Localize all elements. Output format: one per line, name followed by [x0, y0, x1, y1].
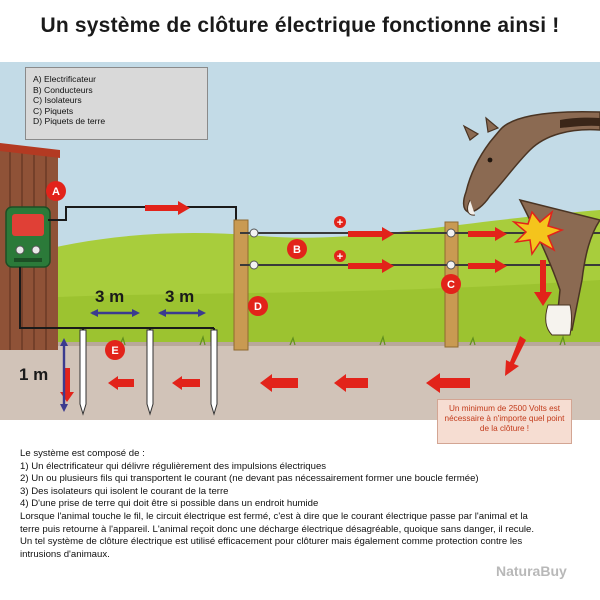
- soil-edge: [0, 342, 600, 346]
- ground-rods: [79, 329, 218, 416]
- page-title: Un système de clôture électrique fonctio…: [40, 14, 560, 37]
- current-arrows: [60, 201, 552, 402]
- svg-text:C: C: [447, 279, 455, 291]
- voltage-note-line: de la clôture !: [479, 424, 530, 433]
- legend-box: A) Electrificateur B) Conducteurs C) Iso…: [25, 67, 208, 140]
- insulators: [249, 228, 456, 270]
- description-line: 1) Un électrificateur qui délivre réguli…: [20, 460, 327, 472]
- legend-item: B) Conducteurs: [33, 84, 93, 95]
- description-line: Lorsque l'animal touche le fil, le circu…: [20, 510, 528, 522]
- legend-item: C) Piquets: [33, 105, 74, 116]
- voltage-note: Un minimum de 2500 Volts est nécessaire …: [437, 399, 572, 444]
- svg-text:+: +: [337, 251, 343, 263]
- fence-diagram: 3 m 3 m 1 m + + A B C D E: [0, 62, 600, 420]
- svg-text:D: D: [254, 301, 262, 313]
- electric-fence-energizer-icon: [5, 206, 51, 268]
- voltage-note-line: Un minimum de 2500 Volts est: [448, 404, 561, 413]
- polarity-mark-1: +: [334, 216, 346, 229]
- watermark-logo: NaturaBuy: [496, 563, 567, 579]
- svg-text:B: B: [293, 244, 301, 256]
- legend-item: D) Piquets de terre: [33, 116, 106, 127]
- legend-item: C) Isolateurs: [33, 95, 82, 106]
- voltage-note-line: nécessaire à n'importe quel point: [444, 414, 565, 423]
- label-d: D: [248, 296, 268, 316]
- description-line: 3) Des isolateurs qui isolent le courant…: [20, 485, 229, 497]
- polarity-mark-2: +: [334, 250, 346, 263]
- label-e: E: [105, 340, 125, 360]
- description-line: Le système est composé de :: [20, 448, 145, 459]
- depth-label: 1 m: [19, 365, 48, 384]
- label-a: A: [46, 181, 66, 201]
- label-b: B: [287, 239, 307, 259]
- spacing-arrows: [60, 309, 206, 412]
- description-line: terre puis retourne à l'appareil. L'anim…: [20, 523, 535, 535]
- description-line: 2) Un ou plusieurs fils qui transportent…: [20, 473, 479, 485]
- legend-item: A) Electrificateur: [33, 74, 97, 84]
- label-c: C: [441, 274, 461, 294]
- svg-text:+: +: [337, 217, 343, 229]
- svg-text:A: A: [52, 186, 60, 198]
- description-line: intrusions d'animaux.: [20, 548, 110, 560]
- spacing-label-1: 3 m: [95, 287, 124, 306]
- svg-text:E: E: [111, 345, 118, 357]
- electric-spark-icon: [511, 209, 565, 257]
- spacing-label-2: 3 m: [165, 287, 194, 306]
- description-text: Le système est composé de : 1) Un électr…: [20, 448, 595, 561]
- description-line: Un tel système de clôture électrique est…: [20, 536, 523, 548]
- description-line: 4) D'une prise de terre qui doit être si…: [20, 498, 319, 510]
